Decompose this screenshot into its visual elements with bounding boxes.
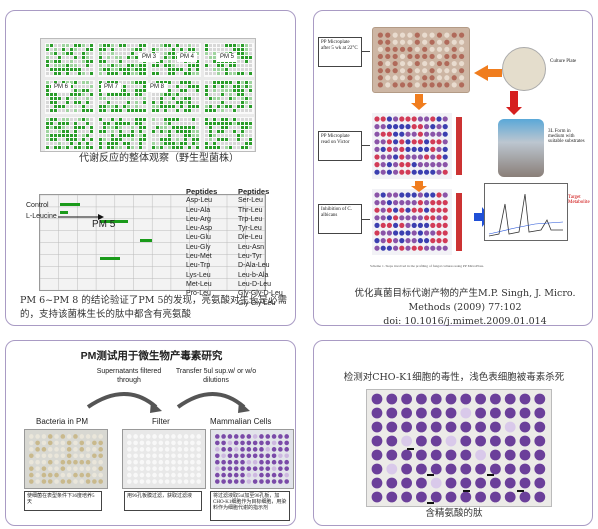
workflow-arrows — [86, 392, 250, 413]
caption-conclusion: PM 6~PM 8 的结论验证了PM 5的发现，亮氨酸对生长是必需的，支持该菌株… — [20, 295, 288, 320]
peptide-item: Gly-Gly-Leu — [238, 299, 276, 307]
chromatogram-trace — [488, 193, 564, 237]
plate-label-pm7: PM 7 — [101, 83, 122, 92]
cells-plate — [210, 429, 294, 489]
peptide-item: Leu-b-Ala — [238, 271, 269, 279]
label-mammalian-cells: Mammalian Cells — [210, 417, 272, 426]
plate-label-pm5: PM 5 — [217, 53, 238, 62]
label-control: Control — [26, 202, 49, 209]
plate-label-pm8: PM 8 — [147, 83, 168, 92]
peptide-item: Asp-Leu — [186, 197, 213, 205]
peptide-item: Leu-Met — [186, 253, 212, 261]
bacteria-plate-wells — [29, 434, 103, 484]
peptide-item: Trp-Leu — [238, 215, 263, 223]
panel-cho-toxicity: 检测对CHO-K1细胞的毒性，浅色表细胞被毒素杀死 含精氨酸的肽 — [313, 340, 593, 526]
toxicity-plate — [366, 389, 552, 507]
microplate-wells — [377, 32, 465, 88]
caption-toxicity: 检测对CHO-K1细胞的毒性，浅色表细胞被毒素杀死 — [343, 372, 565, 383]
peptide-item: Leu-Asp — [186, 225, 213, 233]
heatmap-2 — [372, 189, 468, 255]
flask-photo — [498, 119, 544, 177]
box-inhibition: Inhibition of C. albicans — [318, 204, 362, 234]
heatmap-1-cells — [372, 113, 462, 179]
bacteria-plate — [24, 429, 108, 489]
citation-line-1: 优化真菌目标代谢产物的产生M.P. Singh, J. Micro. — [354, 288, 576, 299]
heatmap-2-cells — [372, 189, 462, 255]
peptide-item: Leu-Asn — [238, 243, 265, 251]
arrow-label-transfer: Transfer 5ul sup.w/ or w/o dilutions — [175, 368, 257, 384]
toxicity-plate-wells — [371, 393, 546, 504]
peptide-item: Leu-Trp — [186, 262, 211, 270]
peptide-item: Leu-Glu — [186, 234, 211, 242]
microplate-photo — [372, 27, 470, 93]
label-culture: Culture Plate — [550, 59, 577, 64]
peptide-item: Pro-Leu — [186, 290, 211, 298]
label-filter: Filter — [152, 417, 170, 426]
note-cells: 将过滤液取5ul加至96孔板，加CHO-K1细胞作为目标细胞，用染料作为细胞代谢… — [210, 491, 290, 521]
label-form: 3L Form in medium with suitable substrat… — [548, 129, 585, 144]
box-microplate-wk: PP Microplate after 5 wk at 22°C — [318, 37, 362, 67]
arrow-label-filter: Supernatants filtered through — [96, 368, 162, 384]
peptide-item: Tyr-Leu — [238, 225, 262, 233]
citation-line-2: Methods (2009) 77:102 — [408, 302, 522, 313]
caption-overview: 代谢反应的整体观察（野生型菌株） — [79, 153, 239, 164]
caption-arginine: 含精氨酸的肽 — [425, 508, 483, 519]
growth-curves-image: Control L-Leucine PM 5 — [26, 194, 266, 291]
pm-plates-drawing — [45, 43, 254, 151]
label-pm5: PM 5 — [92, 219, 116, 230]
peptide-item: Ser-Leu — [238, 197, 263, 205]
cells-plate-wells — [215, 434, 289, 484]
peptide-item: Leu-Arg — [186, 215, 211, 223]
panel-toxin-workflow: PM测试用于微生物产毒素研究 Supernatants filtered thr… — [5, 340, 296, 526]
peptide-item: Met-Leu — [186, 280, 212, 288]
plate-label-pm6: PM 6 — [51, 83, 72, 92]
peptide-item: Leu-Ala — [186, 206, 211, 214]
peptides-header-2: Peptides — [238, 187, 270, 196]
growth-grid — [39, 194, 265, 291]
heatmap-1 — [372, 113, 468, 179]
peptide-item: Lys-Leu — [186, 271, 211, 279]
peptide-item: D-Ala-Leu — [238, 262, 270, 270]
toxin-title: PM测试用于微生物产毒素研究 — [80, 350, 223, 362]
note-filter: 用96孔板膜过滤，获取过滤液 — [124, 491, 202, 511]
panel-phenotype-overview: PM 3 PM 4 PM 5 PM 6 PM 7 PM 8 代谢反应的整体观察（… — [5, 10, 296, 326]
label-target: Target Metabolite — [568, 195, 590, 205]
peptide-item: Leu-Gly — [186, 243, 211, 251]
filter-plate-wells — [127, 434, 201, 484]
panel-fungal-metabolite: PP Microplate after 5 wk at 22°C PP Micr… — [313, 10, 593, 327]
peptide-item: Leu-Tyr — [238, 253, 262, 261]
citation-doi: doi: 10.1016/j.mimet.2009.01.014 — [383, 316, 547, 327]
note-bacteria: 使细菌在表型条件下36度培养5天 — [24, 491, 102, 511]
pm-plates-image: PM 3 PM 4 PM 5 PM 6 PM 7 PM 8 — [40, 38, 256, 152]
chromatogram — [484, 183, 568, 241]
peptide-item: Dle-Leu — [238, 234, 263, 242]
label-leucine: L-Leucine — [26, 213, 57, 220]
box-read-victor: PP Microplate read on Victor — [318, 131, 362, 161]
peptide-item: Gly-Gly-D-Leu — [238, 290, 283, 298]
plate-label-pm4: PM 4 — [177, 53, 198, 62]
scheme-caption: Scheme 1. Steps involved in the profilin… — [370, 264, 484, 268]
peptide-item: Thr-Leu — [238, 206, 263, 214]
label-bacteria: Bacteria in PM — [36, 417, 89, 426]
filter-plate — [122, 429, 206, 489]
culture-plate-photo — [502, 47, 546, 91]
peptides-header-1: Peptides — [186, 187, 218, 196]
plate-label-pm3: PM 3 — [139, 53, 160, 62]
peptide-item: Leu-D-Leu — [238, 280, 272, 288]
